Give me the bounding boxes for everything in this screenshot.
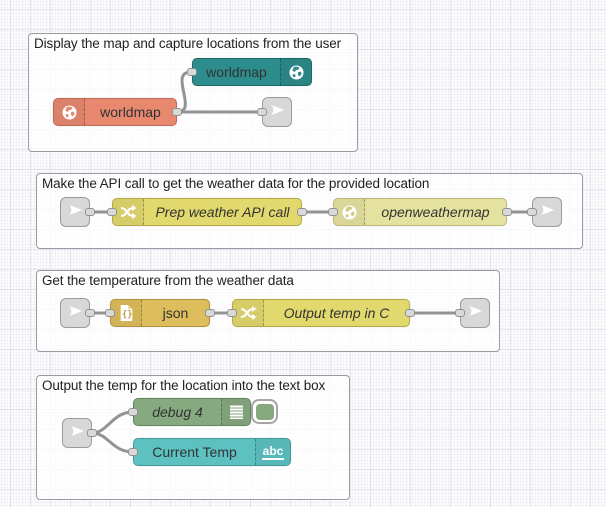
port-output[interactable] [85, 309, 95, 317]
port-input[interactable] [455, 309, 465, 317]
debug-lines-icon [221, 399, 250, 425]
group-title: Output the temp for the location into th… [42, 378, 326, 393]
link-out-arrow-icon [267, 100, 287, 125]
port-input[interactable] [257, 108, 267, 116]
node-ui-text-current-temp[interactable]: Current Temp abc [133, 438, 291, 466]
globe-icon [280, 59, 311, 85]
link-in-arrow-icon [67, 421, 87, 446]
debug-toggle-state [255, 403, 274, 420]
link-out-arrow-icon [537, 200, 557, 225]
group-title: Display the map and capture locations fr… [34, 36, 342, 51]
port-input[interactable] [187, 68, 197, 76]
port-output[interactable] [502, 208, 512, 216]
node-label: Output temp in C [283, 305, 390, 321]
node-label: worldmap [100, 104, 161, 120]
link-out-arrow-icon [465, 301, 485, 326]
port-output[interactable] [405, 309, 415, 317]
node-change-output-temp[interactable]: Output temp in C [232, 299, 410, 327]
port-output[interactable] [87, 429, 97, 437]
node-label: Prep weather API call [155, 204, 290, 220]
node-openweathermap[interactable]: openweathermap [333, 198, 507, 226]
node-label: Current Temp [152, 444, 237, 460]
port-input[interactable] [128, 408, 138, 416]
group-title: Get the temperature from the weather dat… [42, 273, 294, 288]
globe-icon [334, 199, 365, 225]
node-link-out[interactable] [460, 298, 490, 328]
svg-text:{}: {} [121, 310, 132, 320]
node-change-prep-weather[interactable]: Prep weather API call [112, 198, 302, 226]
port-input[interactable] [128, 448, 138, 456]
shuffle-arrows-icon [233, 300, 264, 326]
node-worldmap-display[interactable]: worldmap [192, 58, 312, 86]
node-json[interactable]: {} json [110, 299, 210, 327]
port-input[interactable] [328, 208, 338, 216]
node-label: openweathermap [381, 204, 490, 220]
link-in-arrow-icon [65, 301, 85, 326]
node-label: json [162, 305, 189, 321]
node-link-out[interactable] [262, 97, 292, 127]
node-debug[interactable]: debug 4 [133, 398, 251, 426]
node-label: debug 4 [152, 404, 203, 420]
group-title: Make the API call to get the weather dat… [42, 176, 430, 191]
port-output[interactable] [85, 208, 95, 216]
port-output[interactable] [205, 309, 215, 317]
port-output[interactable] [172, 108, 182, 116]
node-label: worldmap [206, 64, 267, 80]
port-input[interactable] [107, 208, 117, 216]
node-worldmap-in[interactable]: worldmap [53, 98, 177, 126]
port-input[interactable] [527, 208, 537, 216]
json-file-icon: {} [111, 300, 142, 326]
abc-text-icon: abc [255, 439, 290, 465]
globe-icon [54, 99, 85, 125]
shuffle-arrows-icon [113, 199, 144, 225]
node-link-out[interactable] [532, 197, 562, 227]
link-in-arrow-icon [65, 200, 85, 225]
port-output[interactable] [297, 208, 307, 216]
port-input[interactable] [227, 309, 237, 317]
port-input[interactable] [105, 309, 115, 317]
debug-enable-toggle[interactable] [251, 399, 278, 424]
group-display-map[interactable]: Display the map and capture locations fr… [28, 33, 358, 152]
